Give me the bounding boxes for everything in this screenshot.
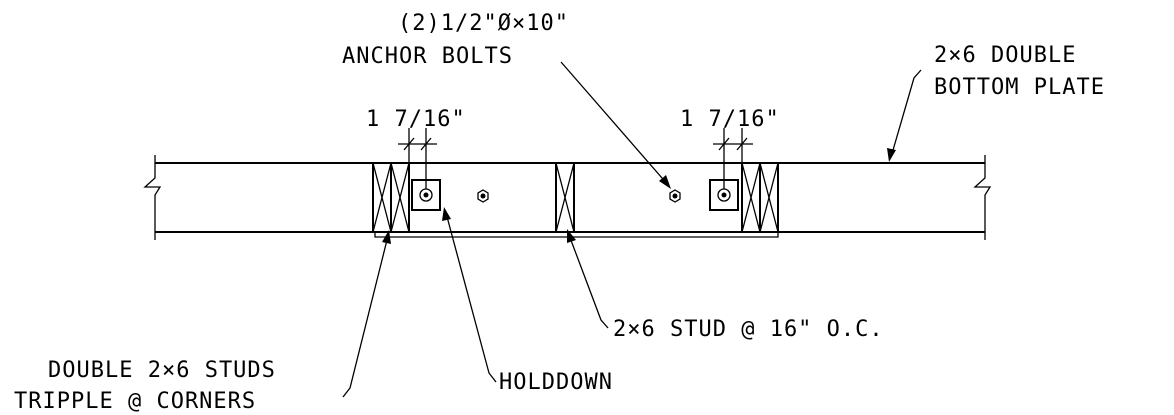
stud-right-1 xyxy=(741,162,761,233)
break-line-right xyxy=(973,155,992,240)
leader-double-studs xyxy=(342,230,391,398)
stud-left-2 xyxy=(390,162,410,233)
dimension-right-label: 1 7/16" xyxy=(680,107,780,132)
leader-anchor-bolts xyxy=(560,61,671,189)
holddown-outline xyxy=(374,232,779,238)
anchor-bolts-qty-label: (2)1/2"Ø×10" xyxy=(398,11,569,36)
stud-spacing-label: 2×6 STUD @ 16" O.C. xyxy=(613,317,884,342)
leader-stud-spacing xyxy=(567,229,609,329)
bottom-plate-label-line1: 2×6 DOUBLE xyxy=(934,43,1076,68)
bottom-plate-label-line2: BOTTOM PLATE xyxy=(934,75,1105,100)
holddown-label: HOLDDOWN xyxy=(499,370,613,395)
dimension-left: 1 7/16" xyxy=(366,107,466,189)
double-studs-label-line2: TRIPPLE @ CORNERS xyxy=(14,389,256,414)
stud-left-1 xyxy=(372,162,392,233)
double-studs-label-line1: DOUBLE 2×6 STUDS xyxy=(48,358,276,383)
dimension-left-label: 1 7/16" xyxy=(366,107,466,132)
stud-middle xyxy=(555,162,575,233)
stud-right-2 xyxy=(759,162,779,233)
dimension-right: 1 7/16" xyxy=(680,107,780,189)
anchor-bolt-left xyxy=(477,189,489,203)
anchor-bolt-right xyxy=(669,189,681,203)
leader-holddown xyxy=(442,207,497,383)
bottom-plate xyxy=(155,162,985,233)
break-line-left xyxy=(143,155,162,240)
anchor-bolts-label: ANCHOR BOLTS xyxy=(342,44,513,69)
leader-bottom-plate xyxy=(887,69,922,162)
